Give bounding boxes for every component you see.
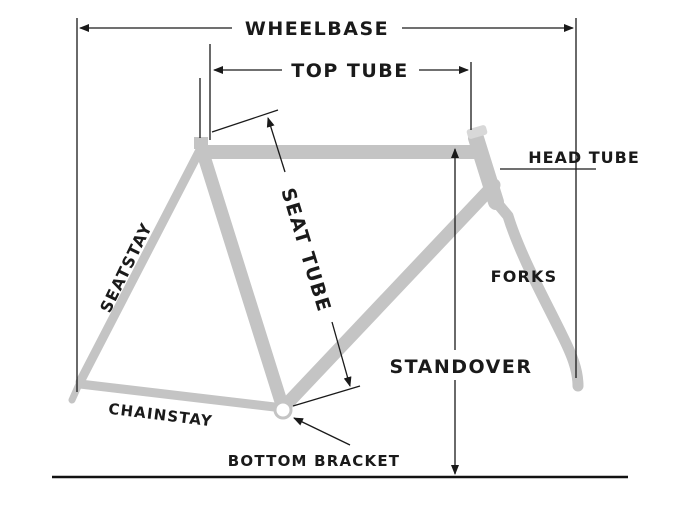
standover-label: STANDOVER	[389, 356, 532, 378]
bottom-bracket-shell	[273, 400, 293, 420]
bike-frame	[68, 130, 584, 415]
head-tube-cap	[466, 125, 488, 139]
seat-tube-arrow-bottom	[331, 321, 352, 387]
seat-clamp	[194, 137, 208, 149]
seatstay	[75, 145, 205, 387]
dimension-lines	[76, 18, 596, 475]
forks-label: FORKS	[491, 267, 558, 286]
seat-tube-ext-top	[211, 109, 279, 133]
seat-tube-arrow-top	[266, 117, 286, 173]
bottom-bracket-leader	[293, 417, 351, 446]
head-tube	[468, 130, 504, 210]
wheelbase-label: WHEELBASE	[245, 18, 389, 40]
seat-tube-ext-bottom	[292, 385, 361, 407]
bottom-bracket-label: BOTTOM BRACKET	[228, 452, 400, 470]
down-tube	[276, 178, 501, 415]
rear-dropout	[68, 378, 84, 404]
top-tube-label: TOP TUBE	[291, 60, 409, 82]
seat-tube-label: SEAT TUBE	[276, 185, 335, 315]
seat-tube	[195, 143, 290, 415]
head-tube-label: HEAD TUBE	[528, 148, 640, 167]
fork	[492, 198, 584, 392]
chainstay-label: CHAINSTAY	[107, 400, 213, 431]
chainstay	[75, 379, 288, 413]
